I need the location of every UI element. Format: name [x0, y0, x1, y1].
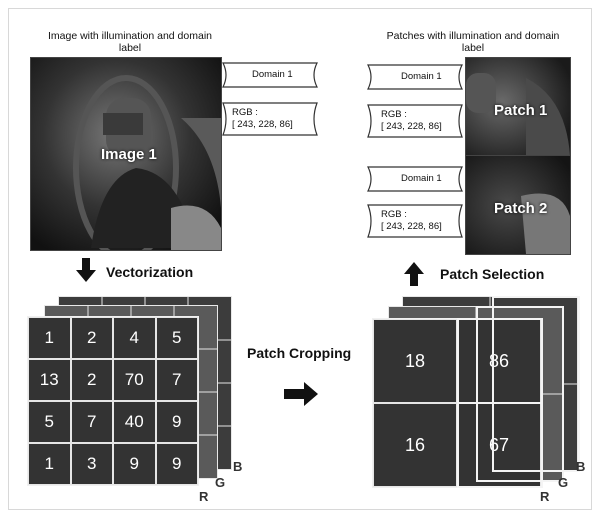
patch-1-image: Patch 1	[465, 57, 571, 157]
patch-1-domain-text: Domain 1	[401, 71, 442, 82]
left-grid-cell: 1	[28, 317, 71, 359]
patch-selection-label: Patch Selection	[440, 266, 545, 282]
left-grid-cell: 7	[155, 359, 198, 401]
rgb-tag: RGB : [ 243, 228, 86]	[222, 102, 318, 136]
patch-1-domain-tag-shape	[367, 64, 463, 90]
patch-2-rgb-tag-shape	[367, 204, 463, 238]
patch-2-domain-text: Domain 1	[401, 173, 442, 184]
arrow-right-icon	[284, 382, 318, 406]
right-channel-r-label: R	[540, 489, 550, 504]
patch-1-rgb-line2: [ 243, 228, 86]	[381, 121, 442, 132]
patch-cropping-label: Patch Cropping	[247, 345, 352, 361]
left-grid-cell: 3	[70, 443, 113, 485]
right-grid-cell: 16	[373, 403, 457, 487]
left-grid-cell: 5	[155, 317, 198, 359]
patch-2-domain-tag-shape	[367, 166, 463, 192]
left-grid-cell: 7	[70, 401, 113, 443]
patch-1-art	[466, 58, 570, 156]
left-grid-cell: 2	[70, 359, 113, 401]
patch-1-label: Patch 1	[494, 102, 548, 119]
rgb-tag-shape	[222, 102, 318, 136]
arrow-down-icon	[76, 258, 96, 282]
image-label: Image 1	[101, 146, 157, 163]
figure-frame	[8, 8, 592, 510]
selection-outline-b	[492, 296, 580, 472]
channel-b-label: B	[233, 459, 243, 474]
channel-r-label: R	[199, 489, 209, 504]
domain-tag-text: Domain 1	[252, 69, 293, 80]
patch-1-rgb-tag: RGB : [ 243, 228, 86]	[367, 104, 463, 138]
patch-2-rgb-line1: RGB :	[381, 209, 407, 220]
left-grid-cell: 13	[28, 359, 71, 401]
channel-g-label: G	[215, 475, 226, 490]
left-grid-cell: 2	[70, 317, 113, 359]
domain-tag-shape	[222, 62, 318, 88]
patch-2-rgb-tag: RGB : [ 243, 228, 86]	[367, 204, 463, 238]
left-grid-cell: 70	[113, 359, 156, 401]
patch-1-domain-tag: Domain 1	[367, 64, 463, 90]
patch-1-rgb-line1: RGB :	[381, 109, 407, 120]
selection-outline-g	[476, 306, 564, 482]
right-caption-text: Patches with illumination and domain lab…	[386, 30, 560, 54]
source-image-art	[31, 58, 221, 250]
left-caption-text: Image with illumination and domain label	[47, 30, 212, 54]
rgb-tag-line2: [ 243, 228, 86]	[232, 119, 293, 130]
left-grid-cell: 1	[28, 443, 71, 485]
right-channel-b-label: B	[576, 459, 586, 474]
right-grid-cell: 18	[373, 319, 457, 403]
left-grid-cell: 9	[113, 443, 156, 485]
rgb-tag-line1: RGB :	[232, 107, 258, 118]
vectorization-label: Vectorization	[106, 264, 194, 280]
patch-2-art	[466, 156, 570, 254]
patch-2-image: Patch 2	[465, 155, 571, 255]
patch-2-label: Patch 2	[494, 200, 548, 217]
patch-1-rgb-tag-shape	[367, 104, 463, 138]
left-grid-cell: 9	[155, 401, 198, 443]
right-channel-g-label: G	[558, 475, 569, 490]
right-caption: Patches with illumination and domain lab…	[378, 30, 568, 54]
left-grid-cell: 4	[113, 317, 156, 359]
domain-tag: Domain 1	[222, 62, 318, 88]
left-grid-cell: 5	[28, 401, 71, 443]
arrow-up-icon	[404, 262, 424, 286]
source-image: Image 1	[30, 57, 222, 251]
patch-2-rgb-line2: [ 243, 228, 86]	[381, 221, 442, 232]
left-grid-cell: 9	[155, 443, 198, 485]
selection-divider	[457, 402, 543, 404]
left-grid-cell: 40	[113, 401, 156, 443]
left-caption: Image with illumination and domain label	[40, 30, 220, 54]
patch-2-domain-tag: Domain 1	[367, 166, 463, 192]
